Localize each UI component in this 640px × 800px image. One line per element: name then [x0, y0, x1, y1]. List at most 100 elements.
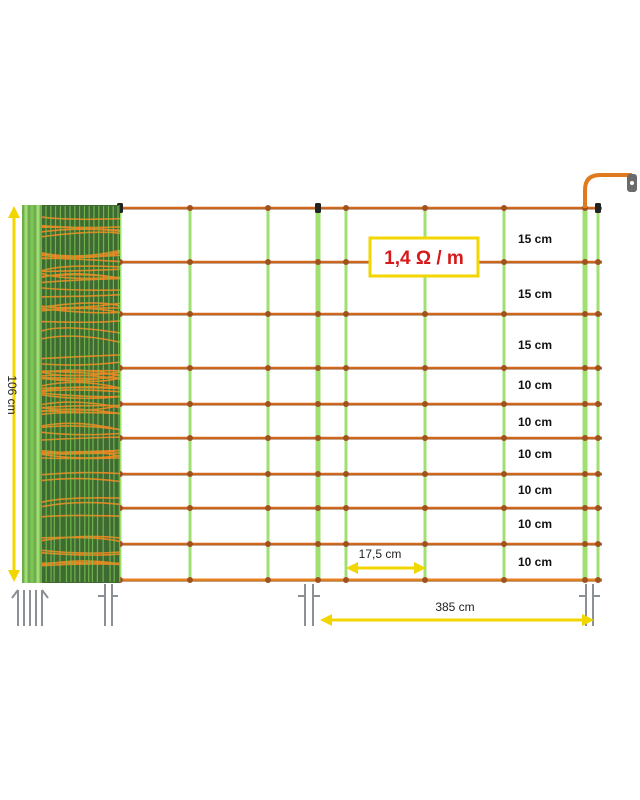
rolled-wire [41, 549, 121, 554]
wire-knot [595, 577, 601, 583]
wire-knot [343, 505, 349, 511]
wire-knot [315, 541, 321, 547]
rolled-strut [117, 205, 121, 583]
spacing-label: 10 cm [518, 555, 552, 569]
rolled-wire [41, 386, 121, 390]
wire-knot [582, 365, 588, 371]
wire-knot [422, 365, 428, 371]
wire-knot [265, 435, 271, 441]
rolled-wire [41, 477, 121, 483]
rolled-wire [41, 514, 121, 518]
wire-knot [595, 471, 601, 477]
wire-knot [265, 311, 271, 317]
wire-knot [187, 435, 193, 441]
wire-knot [422, 205, 428, 211]
rolled-wire [41, 216, 121, 221]
rolled-strut [112, 205, 115, 583]
wire-knot [595, 401, 601, 407]
wire-knot [187, 505, 193, 511]
wire-knot [595, 259, 601, 265]
wire-knot [422, 401, 428, 407]
post-spacing-label: 385 cm [435, 600, 474, 614]
wire-knot [187, 311, 193, 317]
wire-knot [315, 435, 321, 441]
rolled-strut [107, 205, 111, 583]
wire-knot [422, 435, 428, 441]
wire-knot [187, 259, 193, 265]
wire-knot [343, 577, 349, 583]
height-dimension [8, 206, 20, 582]
wire-knot [265, 505, 271, 511]
wire-knot [315, 259, 321, 265]
rolled-wire [41, 231, 121, 238]
rolled-wire [41, 453, 121, 459]
wire-knot [343, 259, 349, 265]
wire-knot [422, 471, 428, 477]
strut-spacing-label: 17,5 cm [359, 547, 402, 561]
wire-knot [315, 365, 321, 371]
wire-knot [501, 577, 507, 583]
post-spacing-dimension [320, 614, 594, 626]
wire-knot [187, 471, 193, 477]
rolled-wire [41, 404, 121, 409]
rolled-strut [64, 205, 68, 583]
wire-knot [265, 541, 271, 547]
wire-knot [422, 311, 428, 317]
wire-knot [187, 365, 193, 371]
post-clip [315, 203, 321, 213]
wire-knot [187, 205, 193, 211]
wire-knot [422, 505, 428, 511]
wire-knot [595, 365, 601, 371]
wire-knot [595, 541, 601, 547]
spacing-label: 15 cm [518, 232, 552, 246]
wire-knot [343, 401, 349, 407]
wire-knot [582, 541, 588, 547]
wire-knot [343, 311, 349, 317]
wire-knot [582, 401, 588, 407]
wire-knot [187, 541, 193, 547]
wire-knot [343, 435, 349, 441]
wire-knot [501, 471, 507, 477]
rolled-wire [41, 287, 121, 291]
wire-knot [343, 471, 349, 477]
post-top-hook [583, 173, 637, 208]
resistance-box [368, 236, 480, 278]
rolled-strut [53, 205, 57, 583]
spacing-label: 10 cm [518, 517, 552, 531]
wire-knot [501, 311, 507, 317]
spacing-label: 10 cm [518, 447, 552, 461]
wire-knot [265, 401, 271, 407]
wire-knot [501, 401, 507, 407]
rolled-wire [41, 370, 121, 376]
wire-knot [343, 541, 349, 547]
post-clip [595, 203, 601, 213]
rolled-wire [41, 449, 121, 455]
rolled-wire [41, 373, 121, 382]
wire-knot [265, 259, 271, 265]
wire-knot [187, 401, 193, 407]
rolled-wire [41, 277, 121, 284]
rolled-strut [69, 205, 72, 583]
wire-knot [422, 541, 428, 547]
wire-knot [501, 205, 507, 211]
wire-knot [582, 435, 588, 441]
wire-knot [187, 577, 193, 583]
strut-spacing-dimension [346, 562, 426, 574]
wire-knot [315, 505, 321, 511]
wire-knot [265, 471, 271, 477]
rolled-wire [41, 381, 121, 389]
rolled-wire [41, 293, 121, 298]
wire-knot [265, 365, 271, 371]
wire-knot [582, 471, 588, 477]
rolled-wire [41, 335, 121, 343]
wire-knot [501, 365, 507, 371]
spacing-label: 10 cm [518, 483, 552, 497]
wire-knot [315, 401, 321, 407]
rolled-wire [41, 563, 121, 567]
rolled-wire [41, 361, 121, 366]
wire-knot [501, 259, 507, 265]
wire-knot [315, 577, 321, 583]
height-label: 106 cm [5, 375, 19, 414]
wire-knot [315, 471, 321, 477]
